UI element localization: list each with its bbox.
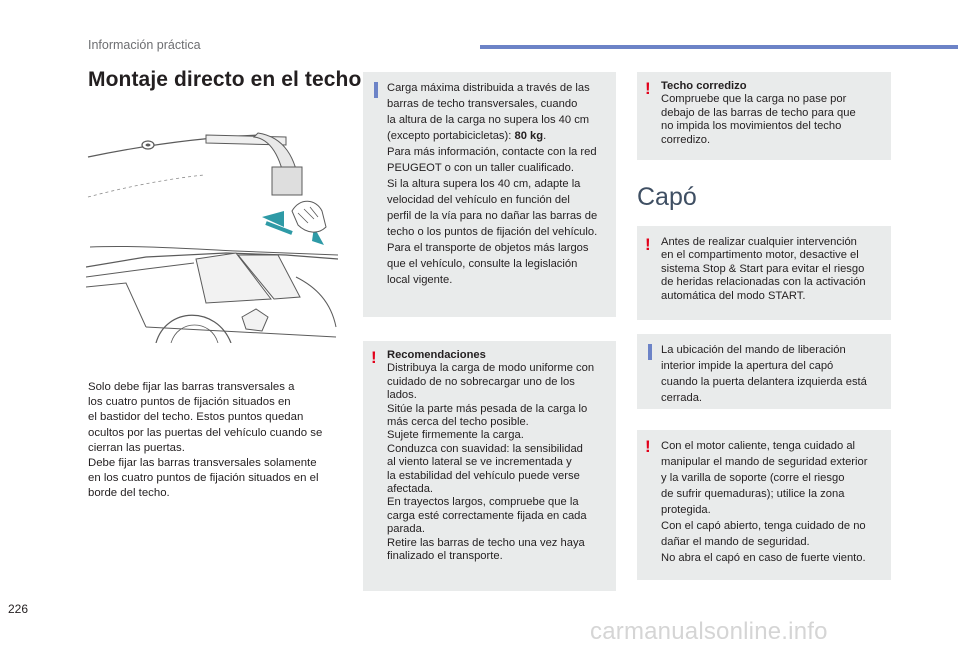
text-line: el bastidor del techo. Estos puntos qued… [88, 411, 304, 424]
text-line: automática del modo START. [661, 289, 806, 302]
text-line: Antes de realizar cualquier intervención [661, 236, 857, 248]
text-line: interior impide la apertura del capó [661, 360, 834, 372]
max-load-value: 80 kg [514, 130, 544, 142]
warning-icon: ! [645, 79, 651, 98]
text-line: Para más información, contacte con la re… [387, 146, 597, 158]
text-line: La ubicación del mando de liberación [661, 344, 846, 356]
text-line: cuidado de no sobrecargar uno de los [387, 375, 575, 388]
text-line: Para el transporte de objetos más largos [387, 242, 589, 254]
text-line: (excepto portabicicletas): 80 kg. [387, 128, 608, 144]
text-line: protegida. [661, 504, 711, 516]
text-line: cierran las puertas. [88, 441, 185, 454]
text-line: PEUGEOT o con un taller cualificado. [387, 162, 574, 174]
text-line: cuando la puerta delantera izquierda est… [661, 376, 867, 388]
warning-icon: ! [645, 235, 651, 254]
text-line: techo o los puntos de fijación del vehíc… [387, 226, 598, 238]
text-span: (excepto portabicicletas): [387, 130, 515, 142]
text-line: Solo debe fijar las barras transversales… [88, 381, 295, 393]
info-box-load: Carga máxima distribuida a través de las… [363, 72, 616, 317]
warning-box-hot-engine: ! Con el motor caliente, tenga cuidado a… [637, 430, 891, 580]
text-line: Sujete firmemente la carga. [387, 429, 524, 442]
text-line: más cerca del techo posible. [387, 416, 529, 429]
text-line: perfil de la vía para no dañar las barra… [387, 210, 598, 222]
text-line: Con el motor caliente, tenga cuidado al [661, 440, 856, 452]
text-line: la estabilidad del vehículo puede verse [387, 469, 580, 482]
text-line: de heridas relacionadas con la activació… [661, 276, 866, 289]
text-line: dañar el mando de seguridad. [661, 536, 810, 548]
text-line: En trayectos largos, compruebe que la [387, 496, 579, 509]
text-line: debajo de las barras de techo para que [661, 106, 856, 119]
text-line: cerrada. [661, 392, 703, 404]
info-icon [648, 344, 652, 360]
warning-box-recomendaciones: ! Recomendaciones Distribuya la carga de… [363, 341, 616, 591]
text-line: los cuatro puntos de fijación situados e… [88, 396, 291, 409]
warning-box-techo-corredizo: ! Techo corredizo Compruebe que la carga… [637, 72, 891, 160]
text-line: ocultos por las puertas del vehículo cua… [88, 426, 323, 439]
box-title: Recomendaciones [387, 349, 486, 361]
warning-icon: ! [645, 437, 651, 456]
text-line: Conduzca con suavidad: la sensibilidad [387, 442, 583, 455]
text-line: No abra el capó en caso de fuerte viento… [661, 552, 866, 564]
box-title: Techo corredizo [661, 80, 747, 92]
warning-box-stop-start: ! Antes de realizar cualquier intervenci… [637, 226, 891, 320]
text-line: en el compartimento motor, desactive el [661, 249, 859, 262]
text-line: Si la altura supera los 40 cm, adapte la [387, 178, 581, 190]
text-line: corredizo. [661, 133, 711, 146]
text-line: Con el capó abierto, tenga cuidado de no [661, 520, 866, 532]
text-line: Compruebe que la carga no pase por [661, 93, 847, 106]
text-line: Distribuya la carga de modo uniforme con [387, 362, 595, 375]
watermark: carmanualsonline.info [590, 618, 828, 645]
text-line: de sufrir quemaduras); utilice la zona [661, 488, 845, 500]
info-icon [374, 82, 378, 98]
text-line: velocidad del vehículo en función del [387, 194, 570, 206]
info-box-hood-release: La ubicación del mando de liberación int… [637, 334, 891, 409]
text-line: Carga máxima distribuida a través de las [387, 82, 590, 94]
text-line: Sitúe la parte más pesada de la carga lo [387, 402, 588, 415]
page-number: 226 [8, 602, 29, 616]
text-line: borde del techo. [88, 487, 170, 500]
text-line: Debe fijar las barras transversales sola… [88, 457, 317, 470]
text-line: afectada. [387, 483, 434, 496]
section-label: Información práctica [88, 38, 201, 52]
text-line: la altura de la carga no supera los 40 c… [387, 114, 590, 126]
page-title: Montaje directo en el techo [88, 68, 362, 91]
text-line: parada. [387, 523, 425, 536]
section-bar [480, 45, 958, 49]
roof-mount-description: Solo debe fijar las barras transversales… [88, 380, 344, 502]
text-line: lados. [387, 389, 417, 402]
text-line: barras de techo transversales, cuando [387, 98, 578, 110]
text-line: no impida los movimientos del techo [661, 120, 842, 133]
text-line: al viento lateral se ve incrementada y [387, 456, 572, 469]
text-line: en los cuatro puntos de fijación situado… [88, 472, 319, 485]
text-line: Retire las barras de techo una vez haya [387, 536, 585, 549]
warning-icon: ! [371, 348, 377, 367]
text-line: local vigente. [387, 274, 453, 286]
text-line: carga esté correctamente fijada en cada [387, 509, 587, 522]
text-line: sistema Stop & Start para evitar el ries… [661, 262, 865, 275]
section-heading-capo: Capó [637, 183, 697, 211]
text-span: . [543, 130, 547, 142]
roof-bar-mounting-illustration [86, 127, 338, 343]
text-line: y la varilla de soporte (corre el riesgo [661, 472, 845, 484]
text-line: que el vehículo, consulte la legislación [387, 258, 578, 270]
text-line: manipular el mando de seguridad exterior [661, 456, 868, 468]
text-line: finalizado el transporte. [387, 550, 503, 563]
